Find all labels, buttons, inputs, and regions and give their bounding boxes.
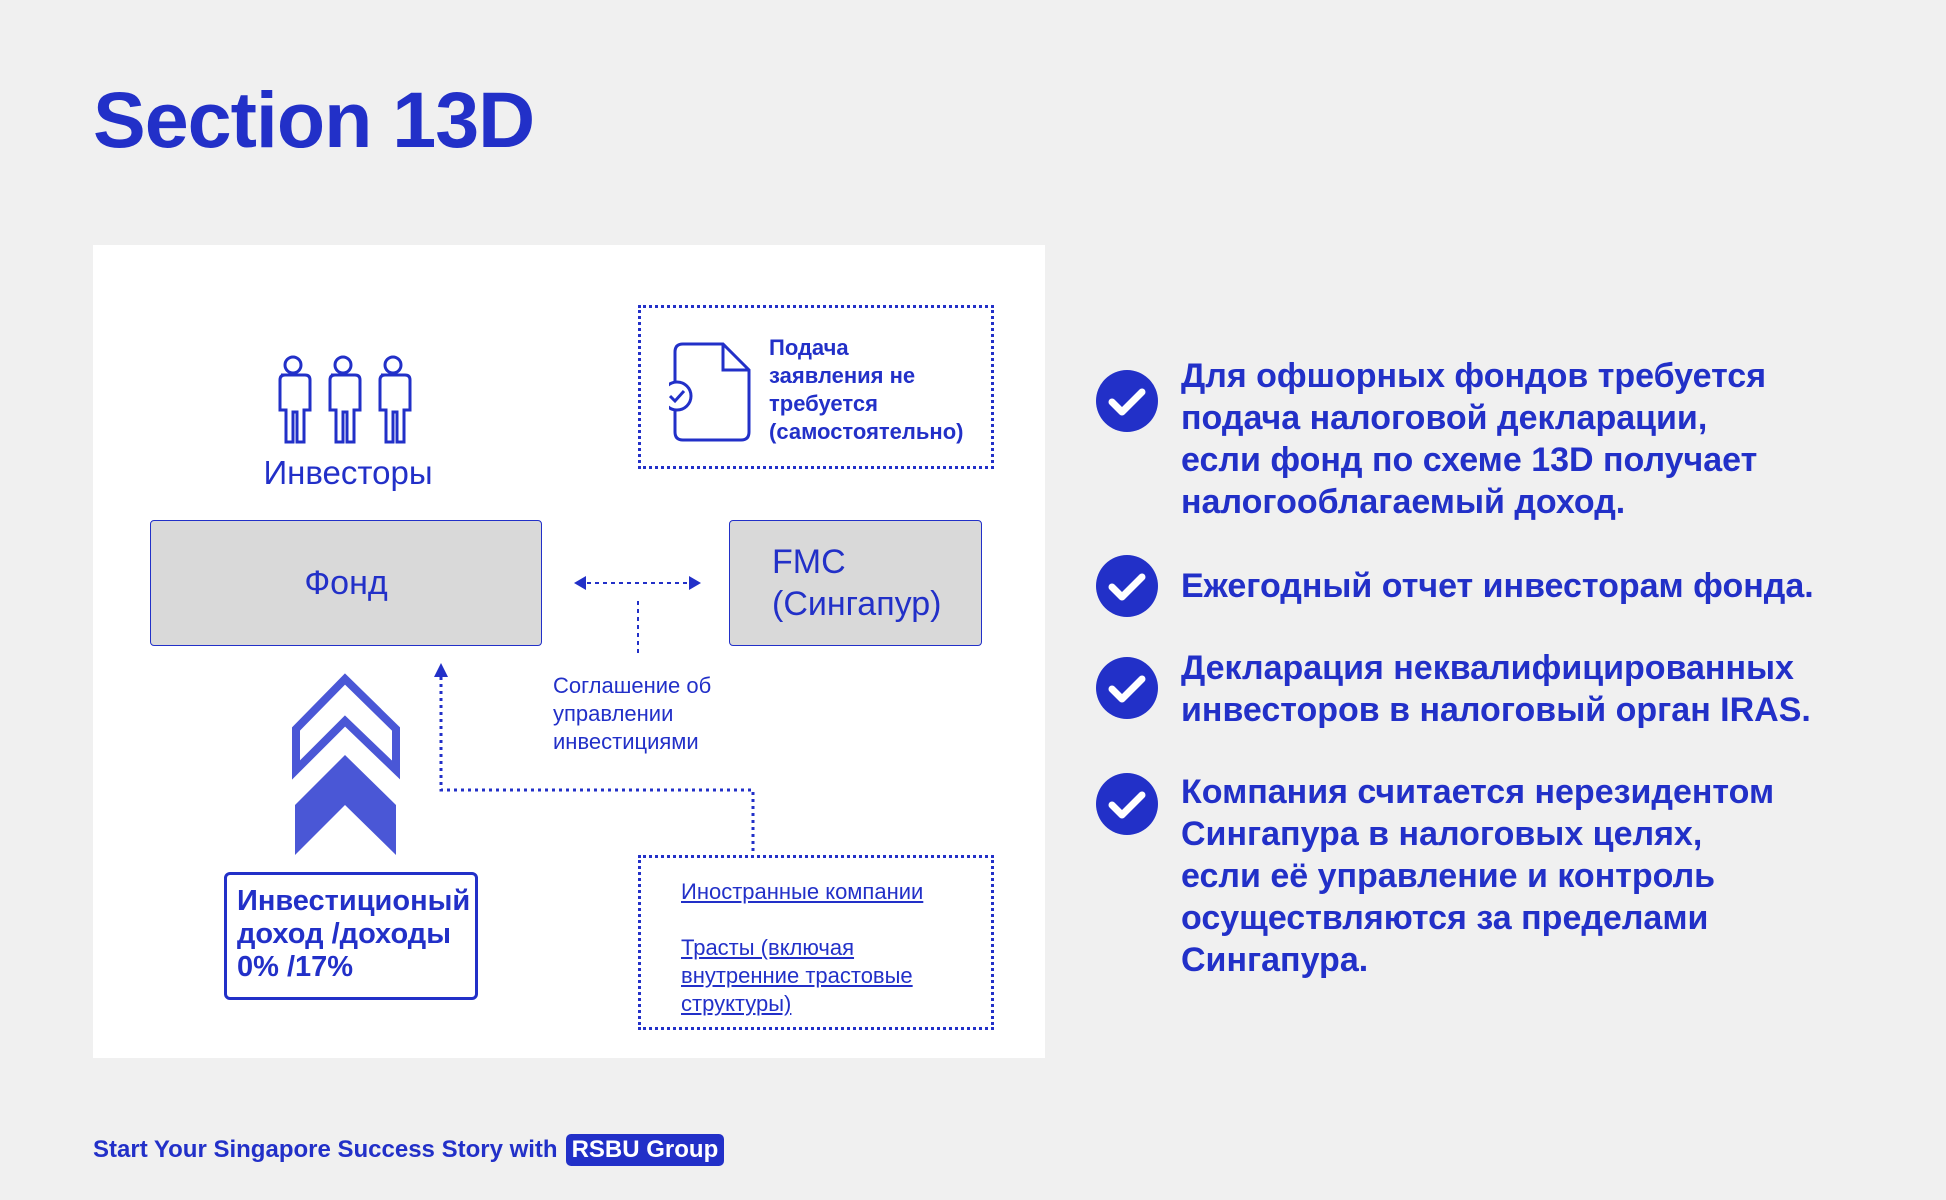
agreement-line: управлении — [553, 701, 674, 726]
check-circle-icon — [1096, 555, 1158, 617]
chevron-filled-icon — [295, 755, 396, 855]
entities-box: Иностранные компании Трасты (включая вну… — [638, 855, 994, 1030]
diagram-panel: Инвесторы Фонд FMC (Сингапур) Подача зая… — [93, 245, 1045, 1058]
point-line: осуществляются за пределами — [1181, 899, 1709, 937]
income-line: Инвестиционый — [237, 885, 471, 917]
point-line: Сингапура. — [1181, 941, 1369, 979]
fund-label: Фонд — [304, 563, 388, 602]
filing-note-line: заявления не — [769, 363, 916, 388]
fmc-label-line: FMC — [772, 543, 846, 581]
point-line: подача налоговой декларации, — [1181, 399, 1708, 437]
point-text: Компания считается нерезидентом Сингапур… — [1181, 771, 1936, 981]
trusts-link-line[interactable]: Трасты (включая — [681, 935, 855, 960]
fmc-label-line: (Сингапур) — [772, 585, 942, 623]
point-item: Для офшорных фондов требуется подача нал… — [1096, 355, 1936, 523]
check-circle-icon — [1096, 773, 1158, 835]
filing-note-line: Подача — [769, 335, 849, 360]
chevron-outline-icon — [292, 673, 400, 780]
filing-note-text: Подача заявления не требуется (самостоят… — [769, 334, 991, 446]
foreign-companies-link[interactable]: Иностранные компании — [681, 879, 924, 904]
point-line: если её управление и контроль — [1181, 857, 1716, 895]
check-circle-icon — [1096, 370, 1158, 432]
point-text: Для офшорных фондов требуется подача нал… — [1181, 355, 1936, 523]
footer: Start Your Singapore Success Story with … — [93, 1134, 725, 1166]
fmc-box: FMC (Сингапур) — [729, 520, 982, 646]
trusts-link-line[interactable]: внутренние трастовые — [681, 963, 913, 988]
point-text: Ежегодный отчет инвесторам фонда. — [1181, 565, 1936, 607]
agreement-label: Соглашение об управлении инвестициями — [553, 672, 753, 756]
fund-box: Фонд — [150, 520, 542, 646]
income-line: 0% /17% — [237, 951, 354, 983]
income-line: доход /доходы — [237, 918, 451, 950]
point-line: Компания считается нерезидентом — [1181, 773, 1775, 811]
footer-brand-logo[interactable]: RSBU Group — [565, 1134, 725, 1166]
filing-note-line: требуется — [769, 391, 878, 416]
point-item: Ежегодный отчет инвесторам фонда. — [1096, 555, 1936, 617]
point-item: Декларация неквалифицированных инвесторо… — [1096, 647, 1936, 731]
agreement-line: Соглашение об — [553, 673, 712, 698]
investors-label: Инвесторы — [263, 454, 433, 491]
point-item: Компания считается нерезидентом Сингапур… — [1096, 771, 1936, 981]
point-line: Для офшорных фондов требуется — [1181, 357, 1767, 395]
trusts-link-line[interactable]: структуры) — [681, 991, 792, 1016]
point-line: если фонд по схеме 13D получает — [1181, 441, 1758, 479]
entities-text: Иностранные компании Трасты (включая вну… — [681, 878, 981, 1018]
footer-text: Start Your Singapore Success Story with — [93, 1136, 558, 1163]
point-line: налогооблагаемый доход. — [1181, 483, 1626, 521]
point-line: инвесторов в налоговый орган IRAS. — [1181, 691, 1811, 729]
filing-note-line: (самостоятельно) — [769, 419, 964, 444]
document-check-icon — [669, 342, 751, 442]
page-title: Section 13D — [93, 75, 535, 164]
check-circle-icon — [1096, 657, 1158, 719]
point-line: Сингапура в налоговых целях, — [1181, 815, 1703, 853]
investors-icon — [278, 355, 412, 444]
point-text: Декларация неквалифицированных инвесторо… — [1181, 647, 1936, 731]
agreement-line: инвестициями — [553, 729, 699, 754]
points-list: Для офшорных фондов требуется подача нал… — [1096, 355, 1936, 981]
point-line: Декларация неквалифицированных — [1181, 649, 1794, 687]
connector-lines — [292, 576, 755, 855]
investment-income-box: Инвестиционый доход /доходы 0% /17% — [224, 872, 478, 1000]
filing-note-box: Подача заявления не требуется (самостоят… — [638, 305, 994, 469]
point-line: Ежегодный отчет инвесторам фонда. — [1181, 567, 1814, 605]
